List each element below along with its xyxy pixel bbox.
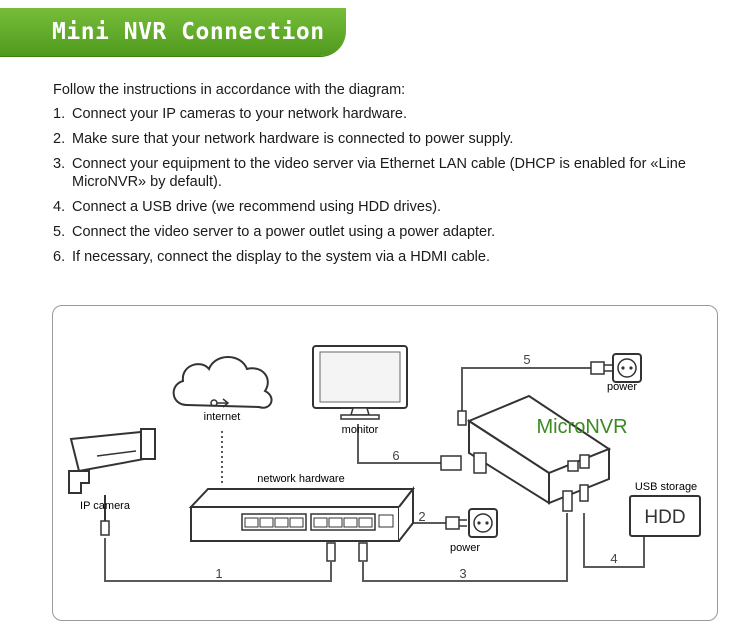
instruction-step: 2. Make sure that your network hardware … (53, 130, 733, 148)
step-text: Connect a USB drive (we recommend using … (72, 199, 442, 215)
micronvr-device (440, 394, 612, 512)
monitor-label: monitor (342, 424, 379, 436)
instruction-steps: 1. Connect your IP cameras to your netwo… (53, 105, 733, 273)
instruction-step: 4. Connect a USB drive (we recommend usi… (53, 198, 733, 216)
instructions-intro: Follow the instructions in accordance wi… (53, 82, 406, 98)
cable-4 (583, 513, 645, 568)
cable-number-3: 3 (459, 566, 466, 581)
step-text: Connect your equipment to the video serv… (72, 156, 686, 190)
monitor-icon (312, 345, 408, 420)
power-label-switch: power (450, 542, 480, 554)
power-label-nvr: power (607, 381, 637, 393)
cable-number-6: 6 (392, 448, 399, 463)
connection-diagram: internet monitor IP camera network hardw… (52, 305, 718, 621)
ip-camera-label: IP camera (80, 500, 131, 512)
ip-camera-icon (68, 428, 157, 536)
diagram-canvas: internet monitor IP camera network hardw… (68, 345, 701, 582)
step-number: 2. (53, 131, 66, 147)
instruction-step: 3. Connect your equipment to the video s… (53, 155, 733, 191)
cable-number-1: 1 (215, 566, 222, 581)
step-number: 1. (53, 106, 66, 122)
micronvr-brand-label: MicroNVR (536, 416, 627, 438)
step-text: If necessary, connect the display to the… (72, 249, 491, 265)
hdd-label: HDD (644, 507, 685, 528)
page-title: Mini NVR Connection (52, 19, 325, 45)
network-hardware-label: network hardware (257, 473, 344, 485)
power-outlet-icon (445, 508, 498, 538)
power-outlet-icon (590, 353, 642, 383)
step-number: 4. (53, 199, 66, 215)
cables (104, 367, 645, 582)
step-number: 5. (53, 224, 66, 240)
network-switch-icon (188, 486, 416, 562)
step-text: Connect your IP cameras to your network … (72, 106, 408, 122)
instruction-step: 5. Connect the video server to a power o… (53, 223, 733, 241)
cloud-icon (172, 356, 273, 409)
cable-number-4: 4 (610, 551, 617, 566)
internet-label: internet (204, 411, 241, 423)
instruction-step: 1. Connect your IP cameras to your netwo… (53, 105, 733, 123)
step-number: 3. (53, 156, 66, 172)
cable-number-2: 2 (418, 509, 425, 524)
step-number: 6. (53, 249, 66, 265)
cable-3 (362, 513, 568, 582)
step-text: Make sure that your network hardware is … (72, 131, 514, 147)
usb-storage-label: USB storage (635, 481, 697, 493)
cable-5 (461, 367, 591, 421)
cable-6 (357, 424, 441, 464)
hdd-icon (629, 495, 701, 537)
instruction-step: 6. If necessary, connect the display to … (53, 248, 733, 266)
step-text: Connect the video server to a power outl… (72, 224, 496, 240)
cable-number-5: 5 (523, 352, 530, 367)
header-banner: Mini NVR Connection (0, 8, 346, 56)
cable-1 (104, 538, 332, 582)
